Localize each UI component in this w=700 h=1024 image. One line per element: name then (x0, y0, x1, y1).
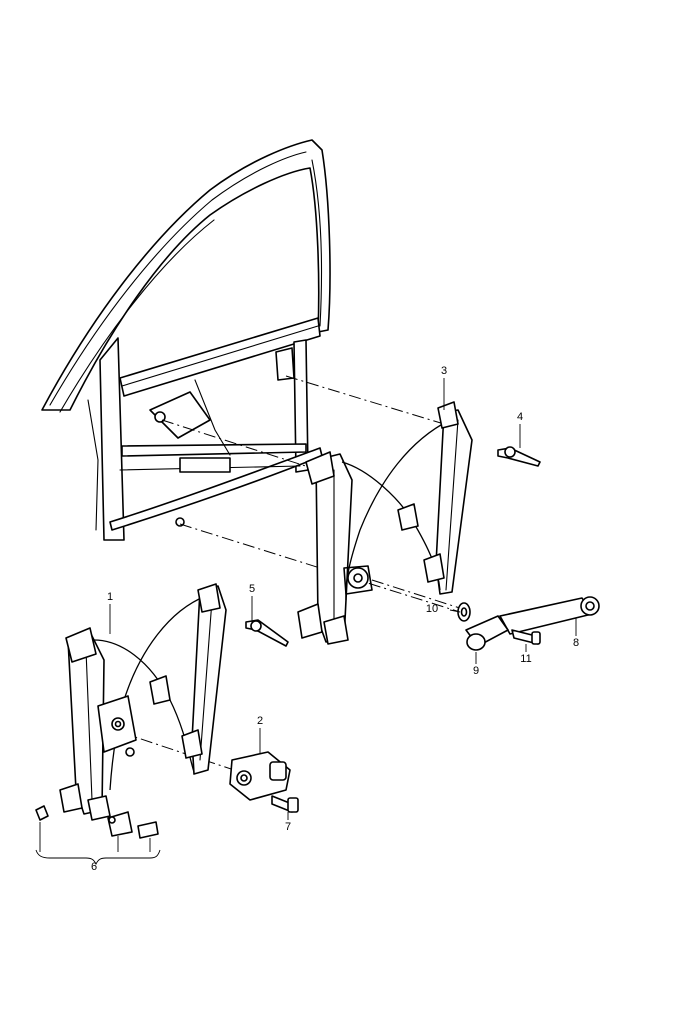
handle-assembly (457, 596, 600, 651)
alignment-lines (119, 375, 467, 773)
door-bracket (149, 391, 211, 439)
callout-6: 6 (91, 861, 97, 873)
lower-clamp-top-right (197, 583, 221, 613)
window-frame-outer (41, 139, 331, 411)
upper-clamp-bottom-right (323, 615, 349, 645)
callout-2: 2 (257, 715, 263, 727)
upper-clamp-low (423, 553, 445, 583)
leader-lines (39, 378, 577, 852)
callout-3: 3 (441, 365, 447, 377)
motor-2 (229, 751, 291, 801)
upper-clamp-bottom-left (297, 603, 323, 639)
bolt-5 (245, 619, 289, 647)
door-frame (41, 139, 331, 541)
window-regulator-upper (297, 401, 473, 645)
window-regulator-lower (59, 583, 227, 821)
callout-1: 1 (107, 591, 113, 603)
upper-clamp-mid (397, 503, 419, 531)
callout-4: 4 (517, 411, 523, 423)
callout-labels: 1 2 3 4 5 6 7 8 9 10 11 (91, 365, 579, 873)
lower-clamp-mid (149, 675, 171, 705)
callout-7: 7 (285, 821, 291, 833)
door-post-left (99, 337, 125, 541)
callout-5: 5 (249, 583, 255, 595)
window-sill-rail (119, 317, 321, 397)
lower-clamp-bottom-left (59, 783, 83, 813)
upper-clamp-top-left (305, 451, 335, 485)
callout-10: 10 (426, 603, 438, 615)
door-inner-rail-upper (121, 443, 307, 457)
lower-clamp-bottom-mid (87, 795, 111, 821)
upper-clamp-top-right (437, 401, 459, 429)
bolt-4 (497, 446, 541, 467)
callout-9: 9 (473, 665, 479, 677)
lower-clamp-low (181, 729, 203, 759)
callout-11: 11 (520, 653, 531, 665)
screw-7 (271, 795, 299, 813)
lower-clamp-top-left (65, 627, 97, 663)
callout-8: 8 (573, 637, 579, 649)
crank-arm-8 (499, 597, 593, 635)
clip-set-6 (35, 805, 161, 866)
